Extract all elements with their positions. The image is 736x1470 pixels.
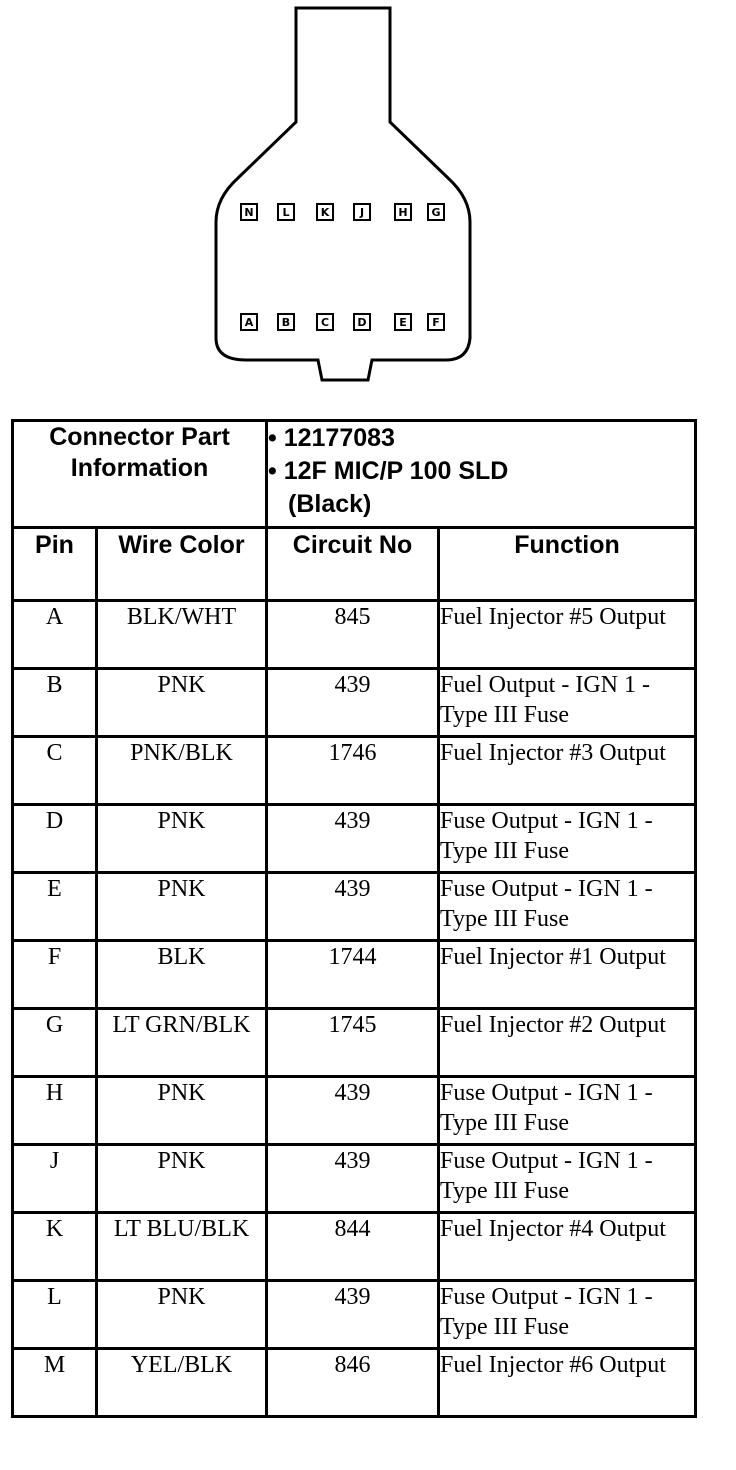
pin-cell: A [11,599,98,670]
circuit-number-cell: 439 [265,1279,441,1350]
function-cell: Fuse Output - IGN 1 - Type III Fuse [437,803,698,874]
connector-face-diagram: N L K J H G A B C D E F [214,6,472,382]
circuit-number-cell: 439 [265,1143,441,1214]
pin-cavity-c: C [316,313,334,331]
column-header-pin: Pin [11,526,98,602]
wire-color-cell: YEL/BLK [94,1347,269,1418]
column-header-wire-color: Wire Color [94,526,269,602]
pin-cavity-a: A [240,313,258,331]
circuit-number-cell: 439 [265,871,441,942]
function-cell: Fuse Output - IGN 1 - Type III Fuse [437,1143,698,1214]
circuit-number-cell: 844 [265,1211,441,1282]
pin-label: J [359,206,364,219]
circuit-number-cell: 1744 [265,939,441,1010]
wire-color-cell: PNK [94,803,269,874]
function-cell: Fuel Injector #1 Output [437,939,698,1010]
pin-cavity-j: J [353,203,371,221]
pin-cavity-g: G [427,203,445,221]
circuit-number-cell: 439 [265,1075,441,1146]
function-cell: Fuse Output - IGN 1 - Type III Fuse [437,1279,698,1350]
connector-outline [214,6,472,382]
pin-label: L [282,206,289,219]
circuit-number-cell: 845 [265,599,441,670]
pin-cell: B [11,667,98,738]
wire-color-cell: LT BLU/BLK [94,1211,269,1282]
pin-label: C [321,316,329,329]
pin-label: N [244,206,253,219]
pin-cavity-n: N [240,203,258,221]
wire-color-cell: PNK [94,1075,269,1146]
pin-cell: J [11,1143,98,1214]
pin-cell: D [11,803,98,874]
circuit-number-cell: 1746 [265,735,441,806]
pin-cavity-b: B [277,313,295,331]
pin-cell: K [11,1211,98,1282]
pin-label: A [245,316,254,329]
pinout-table: Connector Part Information • 12177083 • … [10,419,698,1418]
circuit-number-cell: 439 [265,667,441,738]
pin-cavity-d: D [353,313,371,331]
part-number: • 12177083 [268,424,395,452]
pin-label: F [432,316,440,329]
pin-cavity-h: H [394,203,412,221]
pin-label: H [398,206,407,219]
wire-color-cell: BLK [94,939,269,1010]
function-cell: Fuel Injector #4 Output [437,1211,698,1282]
pin-label: E [399,316,407,329]
function-cell: Fuel Injector #6 Output [437,1347,698,1418]
pin-cell: L [11,1279,98,1350]
pin-cell: E [11,871,98,942]
wire-color-cell: PNK [94,1143,269,1214]
circuit-number-cell: 1745 [265,1007,441,1078]
part-info-values: • 12177083 • 12F MIC/P 100 SLD (Black) [265,419,698,529]
wire-color-cell: PNK [94,667,269,738]
pin-cell: G [11,1007,98,1078]
pin-label: G [431,206,440,219]
pin-label: B [282,316,290,329]
column-header-circuit-no: Circuit No [265,526,441,602]
pin-cell: C [11,735,98,806]
pin-label: D [357,316,366,329]
pin-label: K [321,206,330,219]
pin-cavity-f: F [427,313,445,331]
column-header-function: Function [437,526,698,602]
pin-cavity-l: L [277,203,295,221]
wire-color-cell: LT GRN/BLK [94,1007,269,1078]
function-cell: Fuel Output - IGN 1 - Type III Fuse [437,667,698,738]
connector-color: (Black) [288,490,372,518]
function-cell: Fuse Output - IGN 1 - Type III Fuse [437,1075,698,1146]
function-cell: Fuse Output - IGN 1 - Type III Fuse [437,871,698,942]
function-cell: Fuel Injector #5 Output [437,599,698,670]
part-info-label: Connector Part Information [10,419,269,529]
pin-cell: M [11,1347,98,1418]
pin-cavity-e: E [394,313,412,331]
function-cell: Fuel Injector #3 Output [437,735,698,806]
wire-color-cell: PNK [94,871,269,942]
pin-cavity-k: K [316,203,334,221]
connector-type: • 12F MIC/P 100 SLD [268,457,509,485]
wire-color-cell: BLK/WHT [94,599,269,670]
wire-color-cell: PNK/BLK [94,735,269,806]
circuit-number-cell: 439 [265,803,441,874]
pin-cell: F [11,939,98,1010]
function-cell: Fuel Injector #2 Output [437,1007,698,1078]
wire-color-cell: PNK [94,1279,269,1350]
pin-cell: H [11,1075,98,1146]
circuit-number-cell: 846 [265,1347,441,1418]
